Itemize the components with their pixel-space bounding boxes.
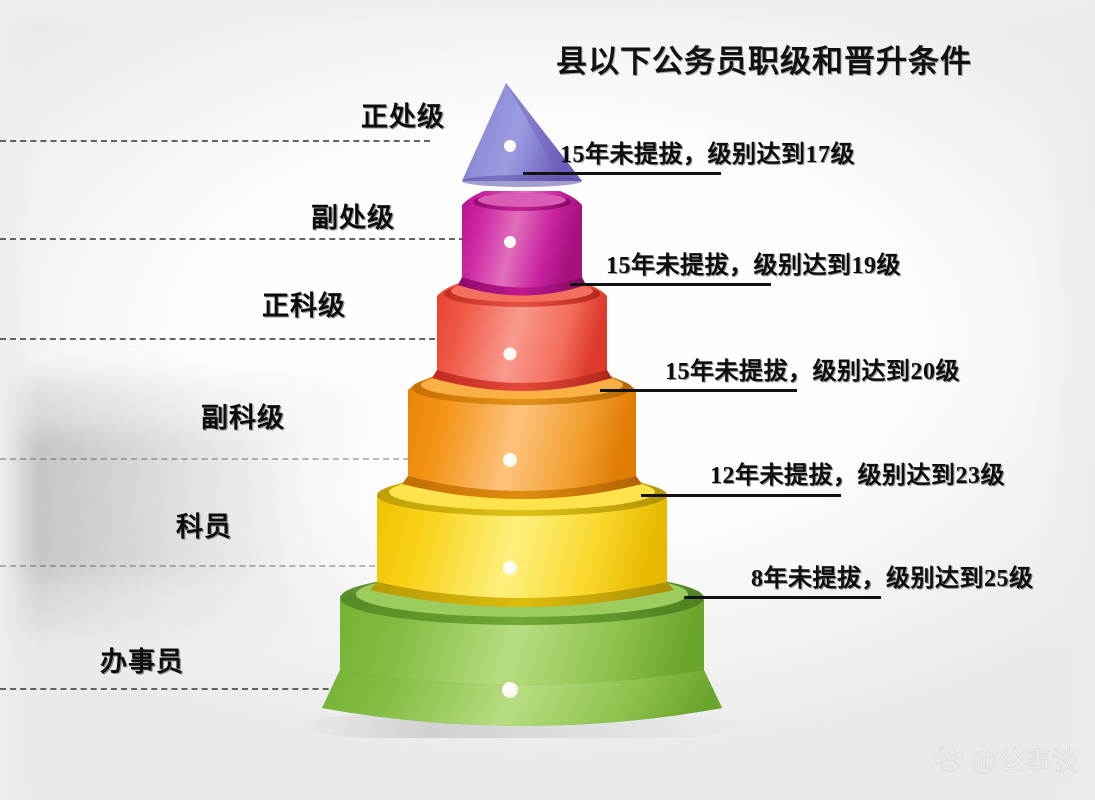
svg-text:du: du	[945, 764, 953, 771]
annotation-5-text: 8年未提拔，级别达到25级	[751, 566, 1034, 592]
tier-label-2: 副处级	[311, 203, 395, 233]
cone-tier-3	[432, 280, 612, 391]
leader-line-3	[600, 389, 797, 392]
leader-line-5	[684, 596, 881, 599]
guide-line-3	[0, 338, 505, 340]
annotation-5: 8年未提拔，级别达到25级	[751, 558, 1034, 593]
annotation-2-text: 15年未提拔，级别达到19级	[606, 253, 901, 279]
guide-line-2	[0, 238, 465, 240]
tier-label-1: 正处级	[361, 102, 445, 132]
guide-line-1	[0, 140, 430, 142]
baidu-paw-icon: du	[934, 745, 965, 774]
background-shadow-secondary	[0, 430, 330, 580]
annotation-4: 12年未提拔，级别达到23级	[710, 455, 1005, 490]
watermark-text: @公事谈	[970, 746, 1079, 777]
annotation-1-text: 15年未提拔，级别达到17级	[560, 142, 855, 168]
tier-label-3: 正科级	[262, 291, 346, 321]
vignette-right	[1035, 0, 1095, 800]
guide-line-4	[0, 458, 500, 460]
guide-line-6	[0, 688, 500, 690]
annotation-1: 15年未提拔，级别达到17级	[560, 134, 855, 169]
leader-line-4	[641, 494, 841, 497]
career-ladder-cone	[222, 78, 822, 738]
vignette-left	[0, 0, 40, 800]
cone-tier-1	[462, 83, 582, 187]
watermark: du @公事谈	[934, 741, 1079, 778]
tier-label-4: 副科级	[201, 403, 285, 433]
tier-label-5: 科员	[176, 512, 232, 542]
annotation-3-text: 15年未提拔，级别达到20级	[665, 359, 960, 385]
vignette-top	[0, 0, 1095, 30]
vignette-bottom	[0, 755, 1095, 800]
annotation-3: 15年未提拔，级别达到20级	[665, 351, 960, 386]
tier-label-6: 办事员	[100, 647, 184, 677]
annotation-2: 15年未提拔，级别达到19级	[606, 245, 901, 280]
guide-line-5	[0, 565, 505, 567]
annotation-4-text: 12年未提拔，级别达到23级	[710, 463, 1005, 489]
page-title: 县以下公务员职级和晋升条件	[556, 44, 972, 79]
cone-tier-2	[458, 191, 586, 296]
leader-line-2	[570, 283, 771, 286]
leader-line-1	[523, 172, 721, 175]
